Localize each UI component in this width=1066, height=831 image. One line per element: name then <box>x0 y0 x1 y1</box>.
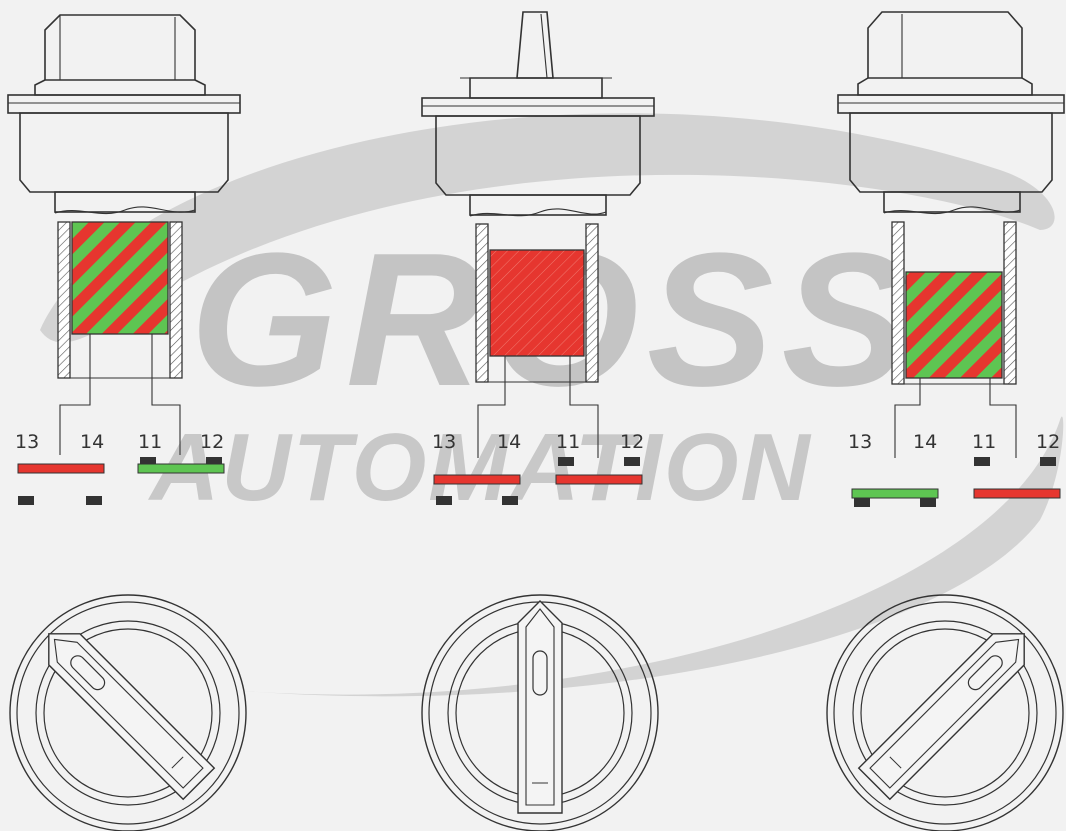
terminal-14 <box>920 498 936 507</box>
indicator-striped-right <box>905 271 1003 379</box>
terminal-14 <box>86 496 102 505</box>
terminal-13 <box>18 496 34 505</box>
terminal-14 <box>502 496 518 505</box>
contact-label-11: 11 <box>138 431 162 453</box>
dial-center <box>421 594 659 831</box>
contact-bar-11-12 <box>973 488 1061 499</box>
terminal-13 <box>854 498 870 507</box>
contact-label-13: 13 <box>848 431 872 453</box>
contact-label-14: 14 <box>80 431 104 453</box>
indicator-striped-left <box>71 221 169 335</box>
contact-label-11: 11 <box>556 431 580 453</box>
terminal-13 <box>436 496 452 505</box>
contact-label-11: 11 <box>972 431 996 453</box>
contact-label-14: 14 <box>497 431 521 453</box>
contact-label-12: 12 <box>200 431 224 453</box>
terminal-11 <box>558 457 574 466</box>
contact-label-12: 12 <box>620 431 644 453</box>
contact-bar-13-14 <box>17 463 105 474</box>
contact-label-13: 13 <box>15 431 39 453</box>
terminal-11 <box>974 457 990 466</box>
switch-right: 13 14 11 12 <box>826 11 1065 831</box>
contact-bar-13-14 <box>851 488 939 499</box>
terminal-12 <box>1040 457 1056 466</box>
contact-bar-13-14 <box>433 474 521 485</box>
indicator-red-center <box>489 249 585 357</box>
dial-right <box>826 594 1064 831</box>
terminal-12 <box>624 457 640 466</box>
dial-left <box>9 594 247 831</box>
contact-label-14: 14 <box>913 431 937 453</box>
watermark-subtitle: AUTOMATION <box>148 414 812 521</box>
switch-center: 13 14 11 12 <box>421 11 659 831</box>
contact-bar-11-12 <box>137 463 225 474</box>
switch-left: 13 14 11 12 <box>7 14 247 831</box>
terminal-12 <box>206 457 222 466</box>
contact-label-13: 13 <box>432 431 456 453</box>
contact-bar-11-12 <box>555 474 643 485</box>
watermark-swoosh <box>40 113 1064 697</box>
terminal-11 <box>140 457 156 466</box>
contact-label-12: 12 <box>1036 431 1060 453</box>
